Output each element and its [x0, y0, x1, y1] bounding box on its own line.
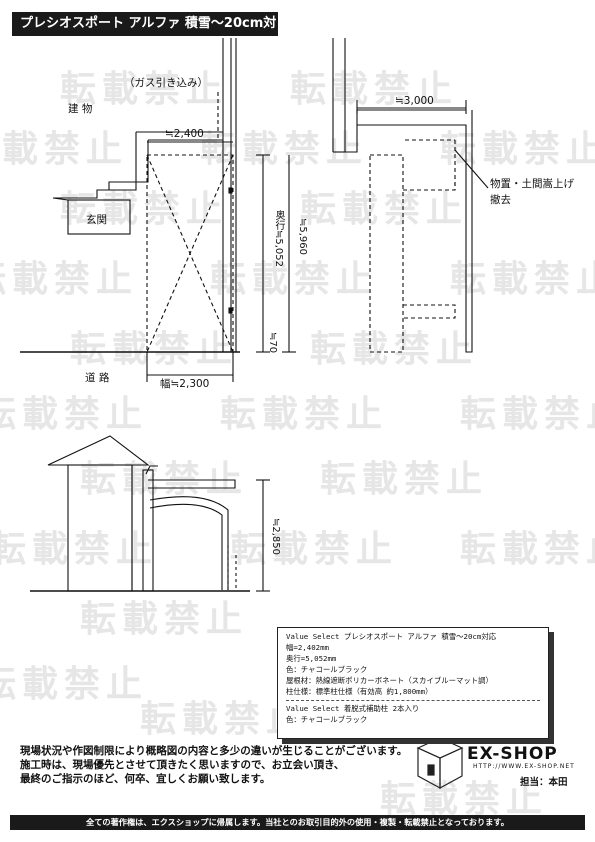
building-outline	[53, 132, 137, 199]
carport-roof-curve	[149, 496, 229, 590]
post-marker	[228, 307, 233, 314]
watermark: 転載禁止	[220, 394, 389, 435]
spec-line: Value Select 着脱式補助柱 2本入り	[286, 704, 420, 713]
gas-label: （ガス引き込み）	[124, 77, 208, 89]
logo-text: EX-SHOP	[467, 744, 558, 764]
post-marker	[228, 187, 233, 194]
building-label: 建 物	[68, 103, 93, 115]
watermark: 転載禁止	[450, 259, 595, 300]
spec-line: 幅=2,402mm	[286, 643, 329, 652]
watermark: 転載禁止	[460, 394, 595, 435]
watermark: 転載禁止	[320, 459, 489, 500]
entrance-label: 玄関	[86, 214, 107, 226]
watermark: 転載禁止	[380, 779, 549, 820]
dim-depth-label: 奥行≒5,052	[273, 210, 284, 268]
watermark: 転載禁止	[300, 189, 469, 230]
watermark: 転載禁止	[460, 529, 595, 570]
watermark: 転載禁止	[60, 189, 229, 230]
entrance-box	[67, 199, 131, 235]
logo-url: HTTP://WWW.EX-SHOP.NET	[473, 763, 575, 770]
watermark: 転載禁止	[0, 394, 149, 435]
watermark: 転載禁止	[210, 259, 379, 300]
spec-line: 柱仕様：標準柱仕様（有効高 約1,800mm）	[286, 687, 433, 696]
house-roof	[47, 435, 150, 466]
house-wall	[67, 464, 133, 592]
gutter	[145, 465, 158, 475]
watermark: 転載禁止	[0, 664, 149, 705]
watermark: 転載禁止	[140, 699, 309, 740]
logo-cube-icon	[416, 737, 464, 790]
storage-dashed	[403, 178, 456, 191]
watermark: 転載禁止	[60, 69, 229, 110]
side-dim-label: ≒3,000	[395, 95, 434, 107]
road-label: 道 路	[85, 372, 110, 384]
dim-total-label: ≒5,960	[297, 218, 308, 256]
roof-outline	[345, 109, 466, 153]
watermark: 転載禁止	[80, 599, 249, 640]
watermark: 転載禁止	[290, 69, 459, 110]
watermark: 転載禁止	[310, 329, 479, 370]
note-line: 施工時は、現場優先とさせて頂きたく思いますので、お立会い頂き、	[20, 759, 345, 771]
staff-label: 担当：本田	[520, 777, 568, 788]
spec-box: Value Select プレシオスポート アルファ 積雪～20cm対応 幅=2…	[277, 627, 549, 739]
spec-line: 色：チャコールブラック	[286, 665, 368, 674]
spec-divider	[286, 700, 540, 701]
carport-roof-curve	[149, 503, 223, 590]
spec-line: 色：チャコールブラック	[286, 715, 368, 724]
watermark: 転載禁止	[230, 529, 399, 570]
building-outline	[108, 140, 149, 190]
dim-top-label: ≒2,400	[165, 128, 204, 140]
page-title: プレシオスポート アルファ 積雪～20cm対応	[12, 12, 278, 55]
dim-offset-label: ≒70	[267, 332, 278, 354]
watermark: 転載禁止	[200, 129, 369, 170]
watermark: 転載禁止	[70, 329, 239, 370]
watermark: 転載禁止	[0, 529, 159, 570]
spec-line: 屋根材：熱線遮断ポリカーボネート（スカイブルーマット調）	[286, 676, 493, 685]
watermark: 転載禁止	[0, 259, 139, 300]
note-leader-line	[454, 149, 489, 189]
spec-line: Value Select プレシオスポート アルファ 積雪～20cm対応	[286, 632, 497, 641]
storage-note-line1: 物置・土間嵩上げ	[490, 178, 574, 190]
spec-line: 奥行=5,052mm	[286, 654, 337, 663]
dim-width-label: 幅≒2,300	[160, 378, 210, 390]
height-dim-label: ≒2,850	[270, 518, 281, 556]
notes-block: 現場状況や作図制限により概略図の内容と多少の違いが生じることがございます。 施工…	[20, 744, 407, 786]
storage-dashed	[403, 304, 456, 319]
storage-dashed	[369, 154, 404, 353]
building-outline	[52, 197, 69, 201]
footer-copyright: 全ての著作権は、エクスショップに帰属します。当社とのお取引目的外の使用・複製・転…	[10, 815, 585, 830]
note-line: 最終のご指示のほど、何卒、宜しくお願い致します。	[20, 773, 271, 785]
watermark: 転載禁止	[0, 129, 129, 170]
carport-beam	[148, 479, 236, 489]
carport-diagonal	[146, 154, 234, 353]
storage-note-line2: 撤去	[490, 194, 511, 206]
roof-outline	[357, 110, 473, 353]
note-line: 現場状況や作図制限により概略図の内容と多少の違いが生じることがございます。	[20, 745, 408, 757]
